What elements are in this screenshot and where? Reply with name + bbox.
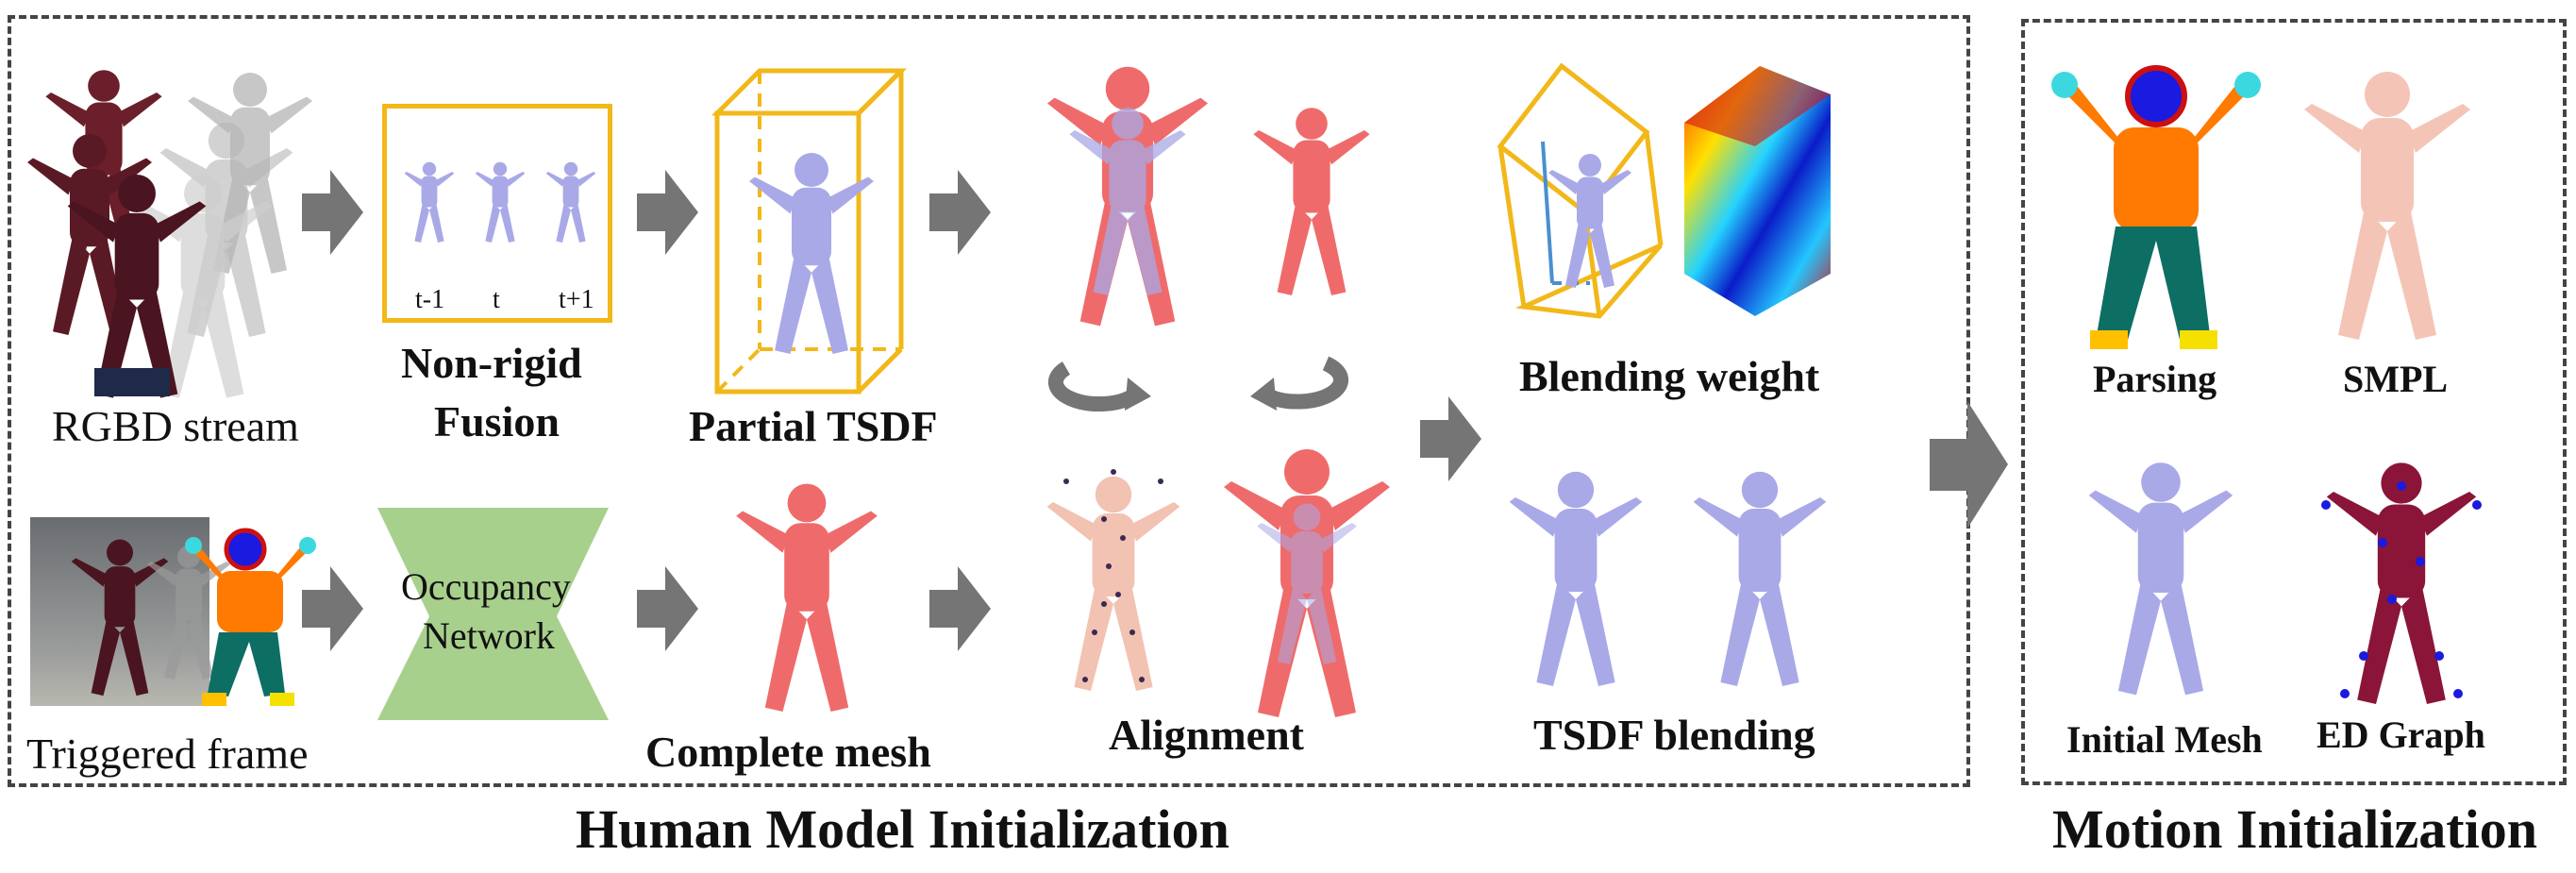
alignment-top-red <box>1253 108 1370 295</box>
initial-mesh-label: Initial Mesh <box>2066 718 2263 761</box>
nonrigid-fusion-figures <box>404 161 596 243</box>
human-model-section-box <box>8 15 1970 787</box>
occupancy-label-line2: Network <box>423 614 555 657</box>
alignment-label: Alignment <box>1109 711 1304 759</box>
triggered-frame-parsing <box>185 528 316 706</box>
partial-tsdf-label: Partial TSDF <box>689 402 938 450</box>
rgbd-stream-label: RGBD stream <box>52 402 299 450</box>
occupancy-network-shape <box>377 508 609 720</box>
alignment-bottom-points <box>1046 469 1180 691</box>
nonrigid-fusion-box <box>382 104 612 323</box>
blending-weight-box <box>1497 62 1831 319</box>
initial-mesh-figure <box>2088 462 2233 696</box>
complete-mesh-figure <box>736 483 878 712</box>
human-model-title: Human Model Initialization <box>576 798 1229 860</box>
complete-mesh-label: Complete mesh <box>645 728 931 776</box>
triggered-frame-label: Triggered frame <box>26 730 309 778</box>
tick-t-minus-1: t-1 <box>415 285 445 314</box>
nonrigid-label-line1: Non-rigid <box>401 339 582 387</box>
alignment-bottom-mixed <box>1224 449 1390 717</box>
blending-weight-label: Blending weight <box>1519 352 1820 400</box>
motion-section-box <box>2021 19 2567 785</box>
partial-tsdf-box <box>711 68 908 395</box>
tick-t-plus-1: t+1 <box>559 285 594 314</box>
occupancy-label-line1: Occupancy <box>401 565 571 608</box>
rgbd-stream-figures <box>27 70 312 398</box>
tsdf-blending-label: TSDF blending <box>1533 711 1815 759</box>
tick-t: t <box>493 285 500 314</box>
parsing-label: Parsing <box>2093 358 2217 400</box>
motion-title: Motion Initialization <box>2052 798 2537 860</box>
smpl-figure <box>2304 72 2470 340</box>
alignment-top-mixed <box>1046 66 1209 327</box>
parsing-figure <box>2051 65 2261 349</box>
tsdf-blending-figures <box>1509 471 1827 686</box>
ed-graph-figure <box>2321 462 2482 704</box>
smpl-label: SMPL <box>2343 358 2449 400</box>
nonrigid-label-line2: Fusion <box>434 397 560 445</box>
ed-graph-label: ED Graph <box>2317 714 2485 756</box>
